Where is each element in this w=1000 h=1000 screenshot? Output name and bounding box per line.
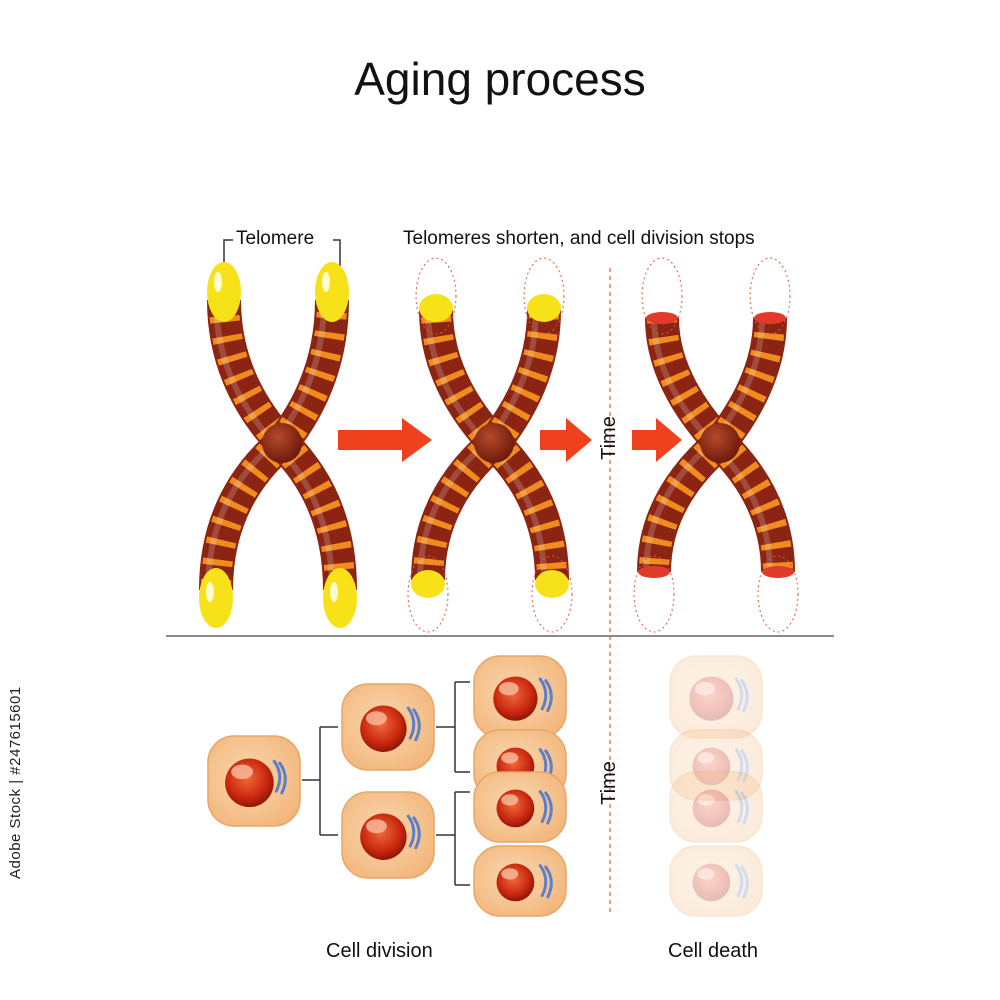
nucleus	[692, 789, 731, 828]
chromatid-highlight	[205, 440, 276, 591]
cell-dying-4	[669, 845, 763, 917]
telomere-label: Telomere	[236, 228, 315, 249]
chromatid-band	[201, 431, 292, 591]
chromosomes-group	[199, 257, 799, 633]
division-bracket-1	[302, 726, 338, 836]
centromere	[262, 423, 302, 463]
golgi-apparatus	[272, 759, 287, 795]
golgi-apparatus	[734, 677, 749, 713]
telomere-shine	[330, 582, 338, 602]
short-telomere-cap	[419, 294, 453, 322]
exposed-end	[638, 566, 670, 578]
telomere-cap	[207, 262, 241, 322]
centromere	[474, 423, 514, 463]
golgi-apparatus	[406, 706, 421, 742]
division-bracket-2	[436, 681, 470, 773]
nucleolus-highlight	[697, 868, 715, 880]
lost-telomere-outline	[407, 555, 449, 633]
exposed-end	[762, 566, 794, 578]
nucleolus-highlight	[498, 682, 519, 696]
nucleus	[360, 705, 407, 752]
nucleus	[225, 758, 274, 808]
lost-telomere-outline	[633, 555, 675, 633]
nucleolus-highlight	[697, 752, 715, 764]
lost-telomere-outline	[415, 257, 457, 335]
telomere-shine	[322, 272, 330, 292]
telomere-cap	[199, 568, 233, 628]
nucleolus-highlight	[694, 682, 715, 696]
stock-id-watermark: Adobe Stock | #247615601	[7, 686, 24, 879]
chromosome-critical	[633, 257, 799, 633]
division-bracket-3	[436, 791, 470, 886]
nucleus	[496, 863, 535, 902]
short-telomere-cap	[527, 294, 561, 322]
chromosome-normal	[199, 262, 357, 628]
golgi-apparatus	[734, 790, 749, 825]
nucleus	[689, 676, 734, 721]
arrow-1	[338, 418, 432, 462]
golgi-apparatus	[538, 677, 553, 713]
nucleolus-highlight	[501, 794, 519, 806]
chromatid-highlight	[643, 440, 714, 573]
cell-gen3-3	[473, 771, 567, 843]
cell-gen2-top	[341, 683, 435, 771]
page-title: Aging process	[354, 53, 646, 105]
nucleus	[360, 813, 407, 860]
nucleus	[692, 863, 731, 902]
cell-dying-1	[669, 655, 763, 739]
lost-telomere-outline	[749, 257, 791, 335]
cell-division-label: Cell division	[326, 940, 433, 962]
exposed-end	[646, 312, 678, 324]
lost-telomere-outline	[757, 555, 799, 633]
cell-dying-3	[669, 771, 763, 843]
nucleolus-highlight	[501, 752, 519, 764]
cell-gen3-4	[473, 845, 567, 917]
golgi-apparatus	[538, 864, 553, 899]
time-label-bottom: Time	[598, 761, 620, 805]
centromere	[700, 423, 740, 463]
exposed-end	[754, 312, 786, 324]
arrow-2	[540, 418, 592, 462]
cell-death-label: Cell death	[668, 940, 759, 962]
arrow-3	[632, 418, 682, 462]
cell-parent	[207, 735, 301, 827]
nucleolus-highlight	[231, 764, 254, 780]
lost-telomere-outline	[531, 555, 573, 633]
nucleolus-highlight	[697, 794, 715, 806]
cell-gen2-bottom	[341, 791, 435, 879]
telomere-shine	[214, 272, 222, 292]
time-label-top: Time	[598, 416, 620, 460]
cells-group	[207, 655, 763, 917]
golgi-apparatus	[734, 864, 749, 899]
telomere-shine	[206, 582, 214, 602]
chromatid-highlight	[651, 317, 715, 446]
short-telomere-cap	[411, 570, 445, 598]
nucleolus-highlight	[365, 711, 387, 726]
lost-telomere-outline	[523, 257, 565, 335]
short-telomere-cap	[535, 570, 569, 598]
telomere-bracket-left	[223, 239, 233, 272]
telomere-cap	[323, 568, 357, 628]
golgi-apparatus	[406, 814, 421, 850]
chromatid-highlight	[425, 309, 489, 446]
telomeres-shorten-label: Telomeres shorten, and cell division sto…	[403, 228, 755, 249]
nucleolus-highlight	[365, 819, 387, 834]
lost-telomere-outline	[641, 257, 683, 335]
golgi-apparatus	[538, 790, 553, 825]
nucleolus-highlight	[501, 868, 519, 880]
nucleus	[496, 789, 535, 828]
chromosome-shortened	[407, 257, 573, 633]
nucleus	[493, 676, 538, 721]
cell-gen3-1	[473, 655, 567, 739]
chromatid-highlight	[417, 440, 488, 581]
telomere-cap	[315, 262, 349, 322]
telomere-bracket-right	[333, 239, 341, 272]
